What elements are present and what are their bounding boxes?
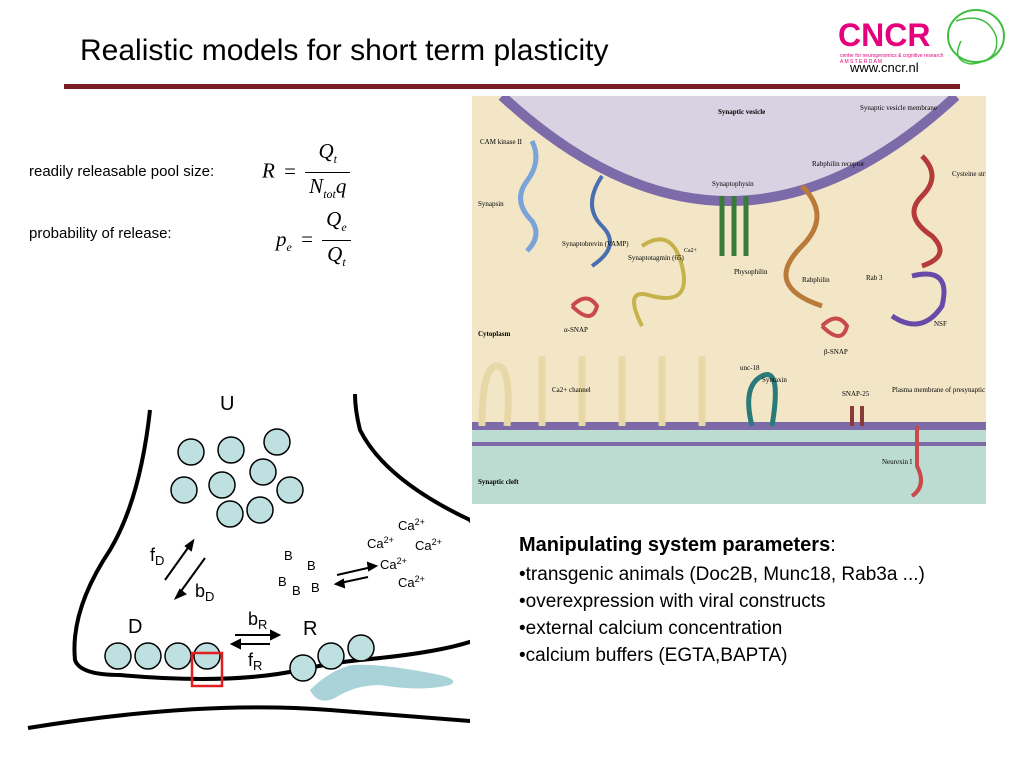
svg-text:α-SNAP: α-SNAP	[564, 326, 588, 334]
svg-text:Neurexin I: Neurexin I	[882, 458, 913, 466]
postsynaptic-line	[27, 705, 470, 730]
svg-text:Ca2+: Ca2+	[684, 248, 698, 254]
svg-text:Cytoplasm: Cytoplasm	[478, 330, 510, 338]
vesicle	[193, 642, 221, 670]
svg-text:unc-18: unc-18	[740, 364, 760, 372]
vesicle	[216, 500, 244, 528]
parameters-section: Manipulating system parameters: •transge…	[519, 534, 1009, 669]
buffer-label: B	[311, 580, 320, 595]
buffer-label: B	[292, 583, 301, 598]
synapse-model-diagram: U D R fD bD bR fR B B B B B Ca2+ Ca2+ Ca…	[27, 393, 470, 730]
synapse-protein-figure: Synaptic vesicle Synaptic vesicle membra…	[472, 96, 986, 504]
svg-text:Synapsin: Synapsin	[478, 200, 504, 208]
highlight-box	[190, 651, 224, 688]
svg-text:Rab 3: Rab 3	[866, 274, 883, 282]
list-item: •external calcium concentration	[519, 618, 783, 639]
calcium-label: Ca2+	[367, 535, 394, 551]
vesicle	[276, 476, 304, 504]
releasable-vesicles	[289, 634, 375, 682]
svg-text:Syntaxin: Syntaxin	[762, 376, 787, 384]
logo-tagline: center for neurogenomics & cognitive res…	[840, 53, 944, 59]
vesicle	[104, 642, 132, 670]
list-item: •overexpression with viral constructs	[519, 591, 826, 612]
calcium-label: Ca2+	[398, 574, 425, 590]
page-title: Realistic models for short term plastici…	[80, 34, 609, 67]
rate-fD: fD	[150, 545, 164, 568]
svg-text:Synaptic vesicle membrane: Synaptic vesicle membrane	[860, 104, 937, 112]
vesicle	[208, 471, 236, 499]
logo-text: CNCR	[838, 17, 930, 53]
svg-text:Plasma membrane of presynaptic: Plasma membrane of presynaptic terminal	[892, 386, 986, 394]
calcium-label: Ca2+	[415, 537, 442, 553]
vesicle	[249, 458, 277, 486]
svg-text:NSF: NSF	[934, 320, 947, 328]
release-probability-formula: pe = Qe Qt	[276, 206, 351, 275]
vesicle	[347, 634, 375, 662]
cncr-logo: CNCR center for neurogenomics & cognitiv…	[838, 9, 1005, 65]
list-item: •transgenic animals (Doc2B, Munc18, Rab3…	[519, 564, 925, 585]
vesicle-fusion	[310, 664, 454, 701]
rate-fR: fR	[248, 650, 262, 673]
svg-text:SNAP-25: SNAP-25	[842, 390, 870, 398]
buffer-label: B	[284, 548, 293, 563]
vesicle	[289, 654, 317, 682]
logo-city: A M S T E R D A M	[840, 59, 882, 65]
vesicle	[263, 428, 291, 456]
rate-bD: bD	[195, 581, 214, 604]
svg-text:Rabphilin receptor: Rabphilin receptor	[812, 160, 865, 168]
calcium-label: Ca2+	[380, 556, 407, 572]
svg-text:Synaptobrevin (VAMP): Synaptobrevin (VAMP)	[562, 240, 629, 248]
svg-text:Synaptic vesicle: Synaptic vesicle	[718, 108, 765, 116]
pool-size-label: readily releasable pool size:	[29, 163, 215, 180]
release-probability-label: probability of release:	[29, 225, 172, 242]
calcium-label: Ca2+	[398, 517, 425, 533]
buffer-label: B	[307, 558, 316, 573]
docked-pool-label: D	[128, 616, 142, 638]
svg-text:Rabphilin: Rabphilin	[802, 276, 830, 284]
vesicle	[217, 436, 245, 464]
logo-swirl	[947, 9, 1005, 63]
svg-text:Cysteine string protein: Cysteine string protein	[952, 170, 986, 178]
vesicle	[177, 438, 205, 466]
svg-text:Synaptic cleft: Synaptic cleft	[478, 478, 519, 486]
logo-url[interactable]: www.cncr.nl	[850, 60, 919, 75]
parameters-heading: Manipulating system parameters:	[519, 534, 836, 556]
svg-text:Synaptotagmin (65): Synaptotagmin (65)	[628, 254, 684, 262]
svg-text:Synaptophysin: Synaptophysin	[712, 180, 754, 188]
buffer-label: B	[278, 574, 287, 589]
vesicle	[317, 642, 345, 670]
docked-vesicles	[104, 642, 221, 670]
logo-swirl-inner	[955, 17, 998, 65]
pool-size-formula: R = Qt Ntotq	[262, 138, 351, 207]
title-rule	[64, 84, 960, 89]
list-item: •calcium buffers (EGTA,BAPTA)	[519, 645, 788, 666]
parameters-list: •transgenic animals (Doc2B, Munc18, Rab3…	[519, 561, 1009, 669]
releasable-pool-label: R	[303, 618, 317, 640]
svg-text:CAM kinase II: CAM kinase II	[480, 138, 523, 146]
rate-bR: bR	[248, 609, 267, 632]
undocked-pool-label: U	[220, 393, 234, 415]
svg-text:Ca2+ channel: Ca2+ channel	[552, 386, 591, 394]
svg-text:β-SNAP: β-SNAP	[824, 348, 848, 356]
vesicle	[134, 642, 162, 670]
vesicle	[170, 476, 198, 504]
vesicle	[246, 496, 274, 524]
vesicle	[164, 642, 192, 670]
undocked-vesicles	[170, 428, 304, 528]
svg-text:Physophilin: Physophilin	[734, 268, 768, 276]
